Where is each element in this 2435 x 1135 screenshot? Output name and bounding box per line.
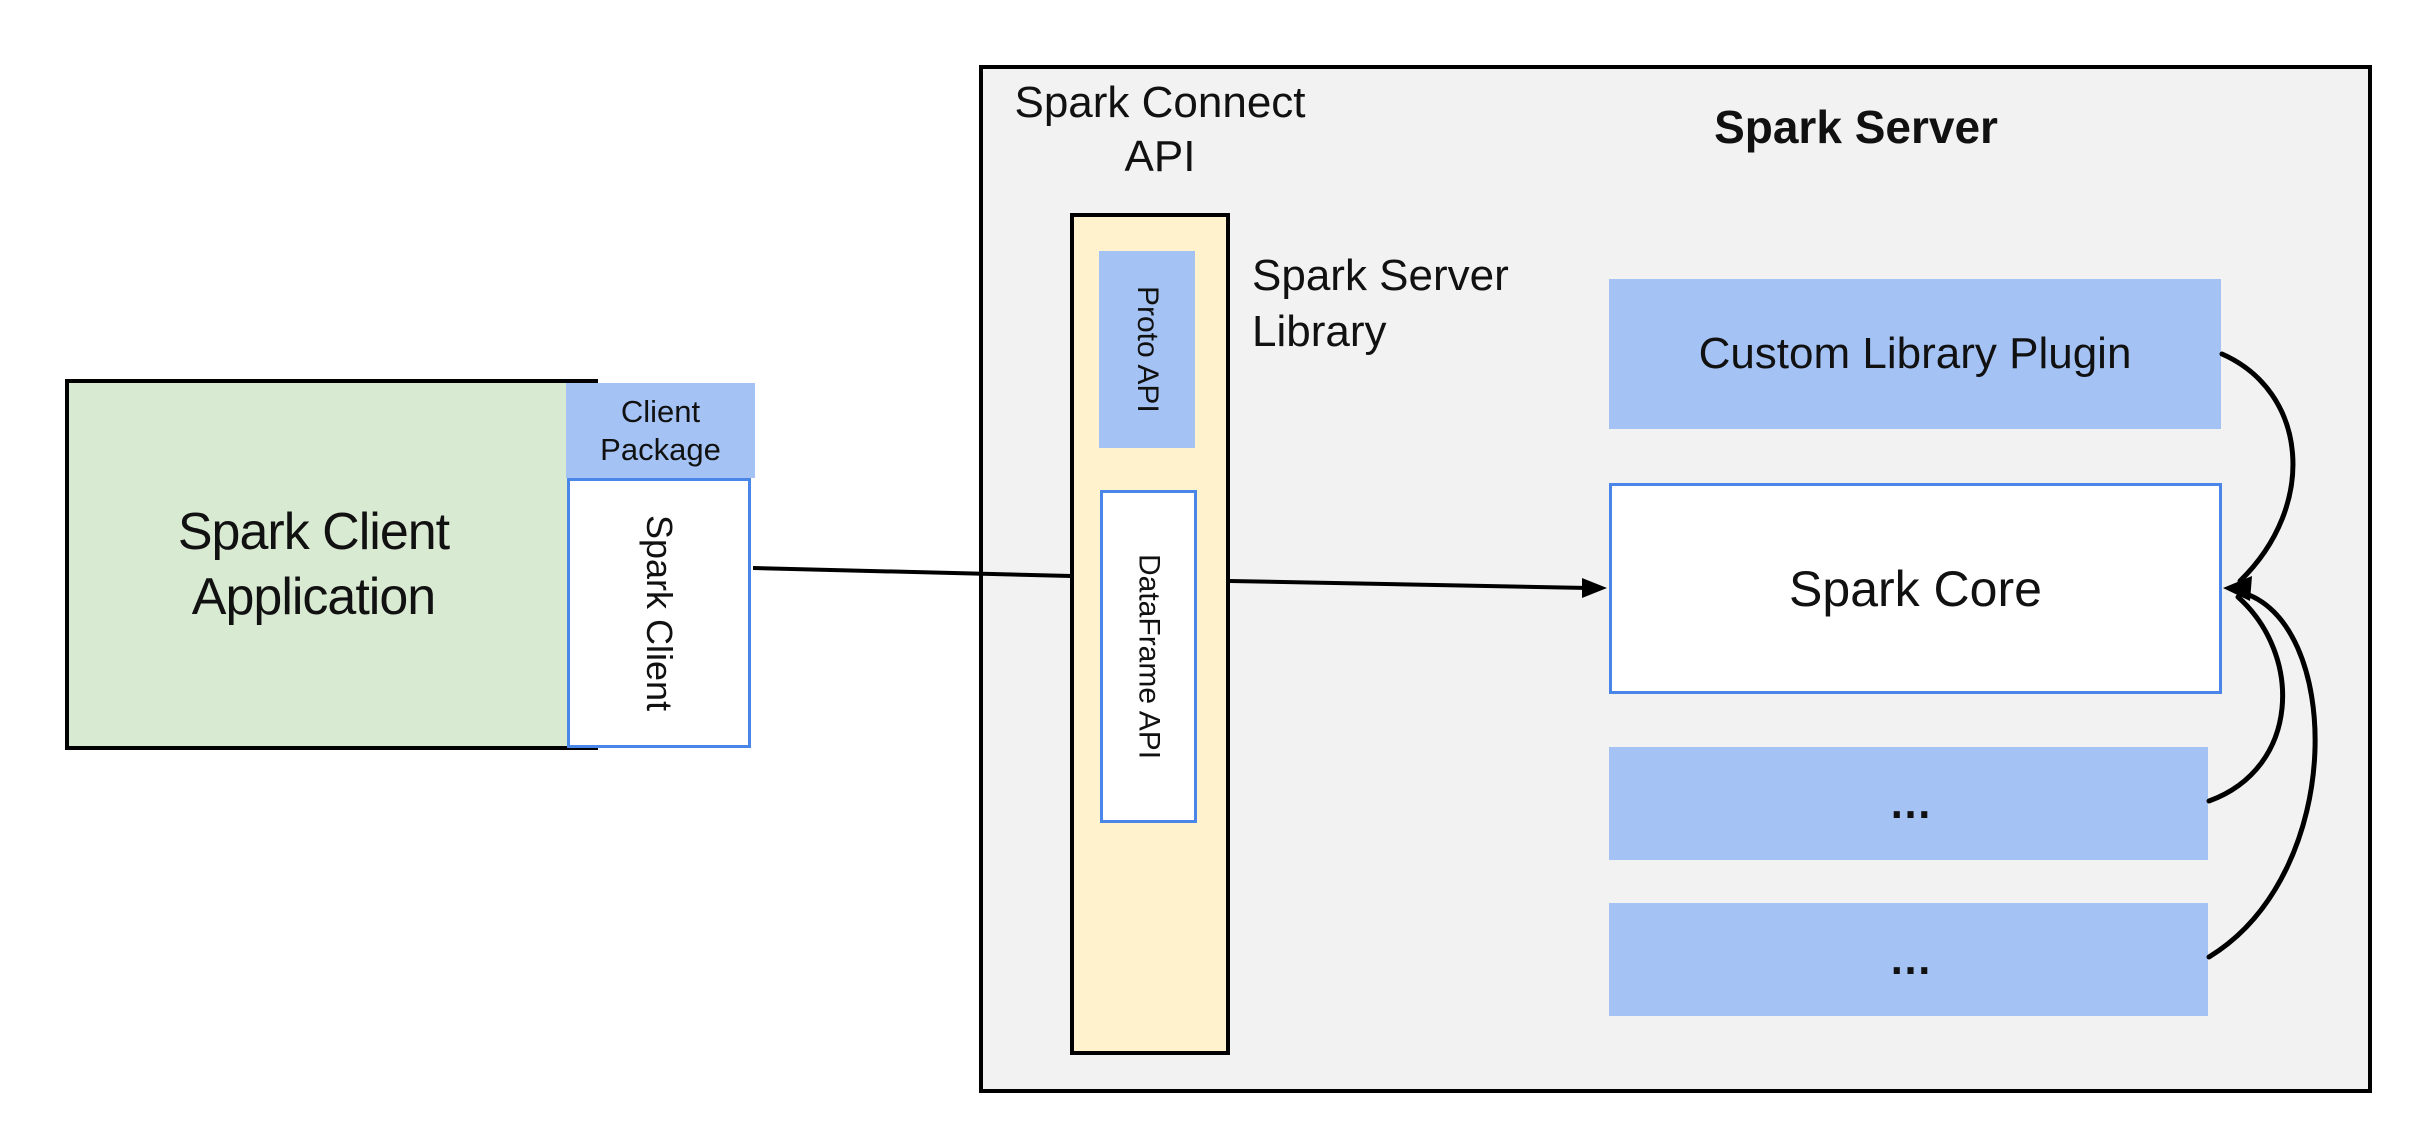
spark-core-label: Spark Core <box>1789 560 2042 617</box>
spark-client-application-line2: Application <box>191 567 436 626</box>
spark-client-box: Spark Client <box>567 478 751 748</box>
dataframe-api-label: DataFrame API <box>1132 553 1166 760</box>
custom-library-plugin-box: Custom Library Plugin <box>1609 279 2221 429</box>
client-package-line2: Package <box>600 431 721 467</box>
custom-library-plugin-label: Custom Library Plugin <box>1698 329 2132 378</box>
spark-client-application-box: Spark Client Application <box>65 379 598 750</box>
client-package-line1: Client <box>620 393 701 429</box>
spark-core-box: Spark Core <box>1609 483 2222 694</box>
spark-server-title: Spark Server <box>1714 101 1998 153</box>
spark-connect-api-line1: Spark Connect <box>1014 78 1306 127</box>
spark-connect-api-line2: API <box>1124 132 1196 181</box>
plugin-slot-box-2: ... <box>1609 903 2208 1016</box>
spark-server-library-line1: Spark Server <box>1252 251 1509 300</box>
proto-api-box: Proto API <box>1099 251 1195 448</box>
client-package-label: Client Package <box>600 393 721 469</box>
dataframe-api-box: DataFrame API <box>1100 490 1197 823</box>
spark-server-library-label: Spark Server Library <box>1252 248 1582 360</box>
spark-server-library-line2: Library <box>1252 307 1387 356</box>
proto-api-label: Proto API <box>1131 286 1164 413</box>
spark-client-label: Spark Client <box>639 514 680 712</box>
plugin-slot-2-ellipsis-label: ... <box>1887 915 1933 988</box>
spark-client-application-label: Spark Client Application <box>177 500 450 630</box>
client-package-box: Client Package <box>566 383 755 478</box>
spark-client-application-line1: Spark Client <box>177 502 450 561</box>
plugin-slot-1-ellipsis-label: ... <box>1887 759 1933 832</box>
plugin-slot-box-1: ... <box>1609 747 2208 860</box>
spark-connect-api-label: Spark Connect API <box>1000 76 1320 184</box>
